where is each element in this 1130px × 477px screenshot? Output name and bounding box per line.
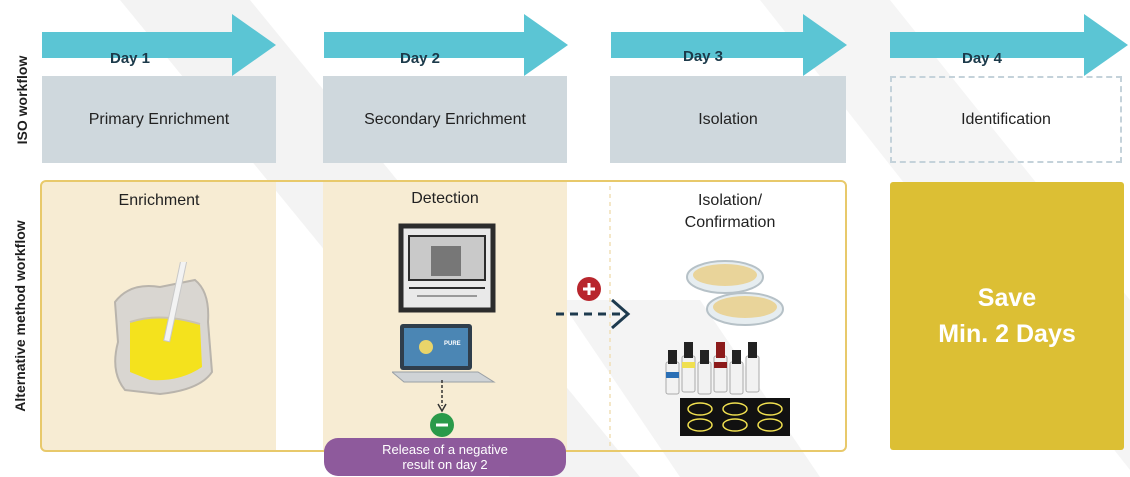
isolation-title-line1: Isolation/ <box>697 192 763 209</box>
release-line1: Release of a negative <box>382 442 508 457</box>
iso-step-label: Isolation <box>698 110 758 128</box>
laptop-icon <box>392 324 496 383</box>
test-card-icon <box>680 398 790 436</box>
enrichment-title: Enrichment <box>118 192 200 209</box>
day4-label: Day 4 <box>962 50 1003 67</box>
day1-label: Day 1 <box>110 50 151 67</box>
save-days-box: Save Min. 2 Days <box>890 182 1124 450</box>
isolation-divider <box>609 186 611 448</box>
reagent-vials-icon <box>665 342 760 395</box>
save-line2: Min. 2 Days <box>938 320 1076 348</box>
day2-arrow <box>324 14 568 76</box>
day3-label: Day 3 <box>683 48 724 65</box>
iso-step-day3: Isolation <box>610 76 846 163</box>
iso-step-label: Primary Enrichment <box>88 110 230 128</box>
iso-step-label: Identification <box>961 110 1051 128</box>
negative-result-arrow <box>437 380 447 413</box>
isolation-title-line2: Confirmation <box>684 214 776 231</box>
isolation-confirmation-title: Isolation/ Confirmation <box>640 190 820 234</box>
positive-sign-icon <box>577 277 601 301</box>
detection-instrument-icon <box>398 223 496 313</box>
day3-arrow <box>611 14 847 76</box>
detection-title: Detection <box>411 190 479 207</box>
iso-step-day1: Primary Enrichment <box>42 76 276 163</box>
iso-step-day2: Secondary Enrichment <box>323 76 567 163</box>
alternative-workflow-label: Alternative method workflow <box>12 220 28 412</box>
enrichment-bag-illustration <box>113 262 214 396</box>
day1-arrow <box>42 14 276 76</box>
iso-workflow-label: ISO workflow <box>14 55 30 145</box>
release-negative-result-badge: Release of a negative result on day 2 <box>324 438 566 476</box>
negative-sign-icon <box>430 413 454 437</box>
day2-label: Day 2 <box>400 50 441 67</box>
day4-arrow <box>890 14 1128 76</box>
iso-step-day4: Identification <box>890 76 1122 163</box>
petri-dishes-icon <box>686 260 784 326</box>
release-line2: result on day 2 <box>402 457 488 472</box>
iso-step-label: Secondary Enrichment <box>364 110 526 128</box>
laptop-brand-text: PURE <box>444 341 461 347</box>
positive-result-arrow <box>556 298 631 330</box>
save-line1: Save <box>977 284 1037 312</box>
